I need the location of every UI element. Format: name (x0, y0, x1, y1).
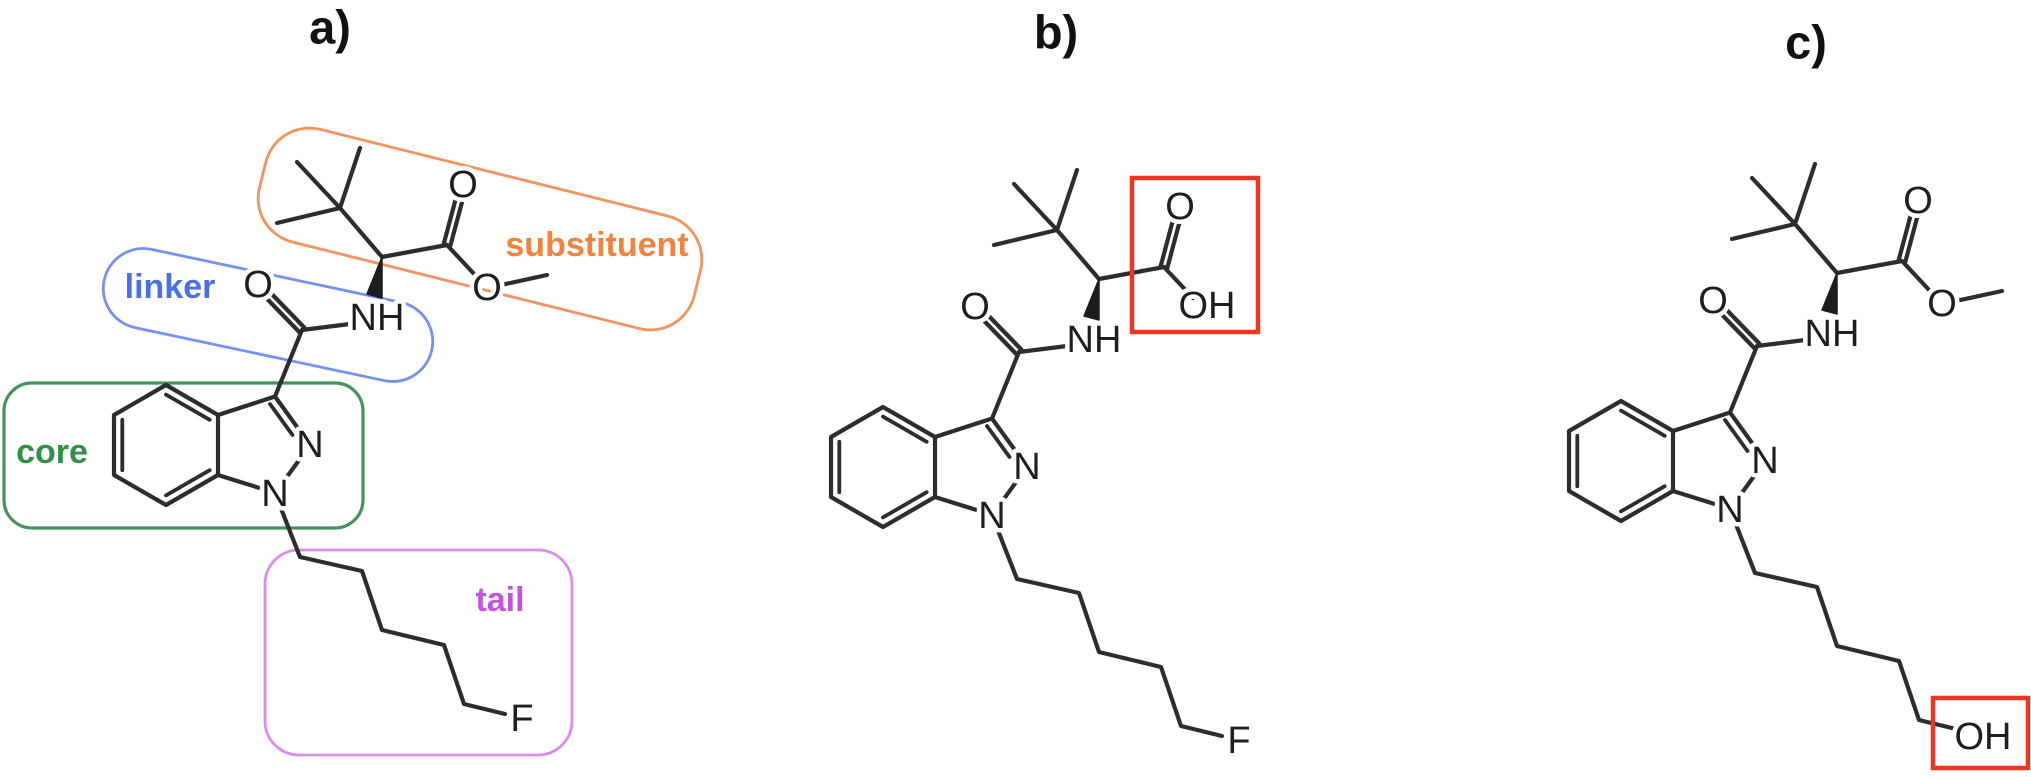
region-box-linker (101, 247, 435, 383)
region-box-core (2, 381, 365, 530)
molecule-a-bonds (114, 148, 550, 714)
atom-label-tail-f: F (510, 698, 533, 740)
atom-label-ring-n1: N (978, 495, 1005, 537)
region-box-tail (263, 548, 574, 757)
atom-label-ester-o: O (472, 267, 502, 309)
region-box-substituent (256, 126, 704, 332)
atom-label-ester-o: O (1927, 283, 1957, 325)
region-label-substituent: substituent (505, 226, 688, 264)
atom-label-tail-f: F (1227, 720, 1250, 762)
region-label-tail: tail (475, 581, 524, 619)
panel-a-title: a) (309, 1, 351, 54)
region-label-core: core (16, 433, 88, 471)
atom-label-ring-n2: N (296, 424, 323, 466)
atom-label-carbonyl-o: O (1165, 186, 1195, 228)
molecule-c-bonds (1569, 164, 2005, 730)
atom-label-amide-o: O (1698, 280, 1728, 322)
atom-label-tail-oh: OH (1955, 716, 2012, 758)
atom-label-ring-n2: N (1751, 440, 1778, 482)
panel-a: O NH O O N N F substituent linker core t… (2, 126, 704, 757)
highlight-box-carboxyl (1129, 175, 1261, 335)
atom-label-ring-n2: N (1013, 446, 1040, 488)
atom-label-acid-oh: OH (1179, 285, 1236, 327)
atom-label-carbonyl-o: O (448, 164, 478, 206)
atom-label-amide-nh: NH (350, 297, 405, 339)
atom-label-amide-o: O (960, 286, 990, 328)
atom-label-ring-n1: N (1716, 489, 1743, 531)
highlight-box-hydroxyl (1930, 695, 2031, 771)
atom-label-amide-o: O (243, 264, 273, 306)
region-label-linker: linker (125, 268, 216, 306)
atom-label-carbonyl-o: O (1903, 180, 1933, 222)
atom-label-ring-n1: N (261, 473, 288, 515)
panel-c: O NH O O N N OH (1569, 164, 2031, 771)
atom-label-amide-nh: NH (1805, 313, 1860, 355)
atom-label-amide-nh: NH (1067, 319, 1122, 361)
panel-c-title: c) (1785, 16, 1827, 69)
panel-b: O NH O OH N N F (831, 170, 1261, 767)
panel-b-title: b) (1034, 6, 1078, 59)
